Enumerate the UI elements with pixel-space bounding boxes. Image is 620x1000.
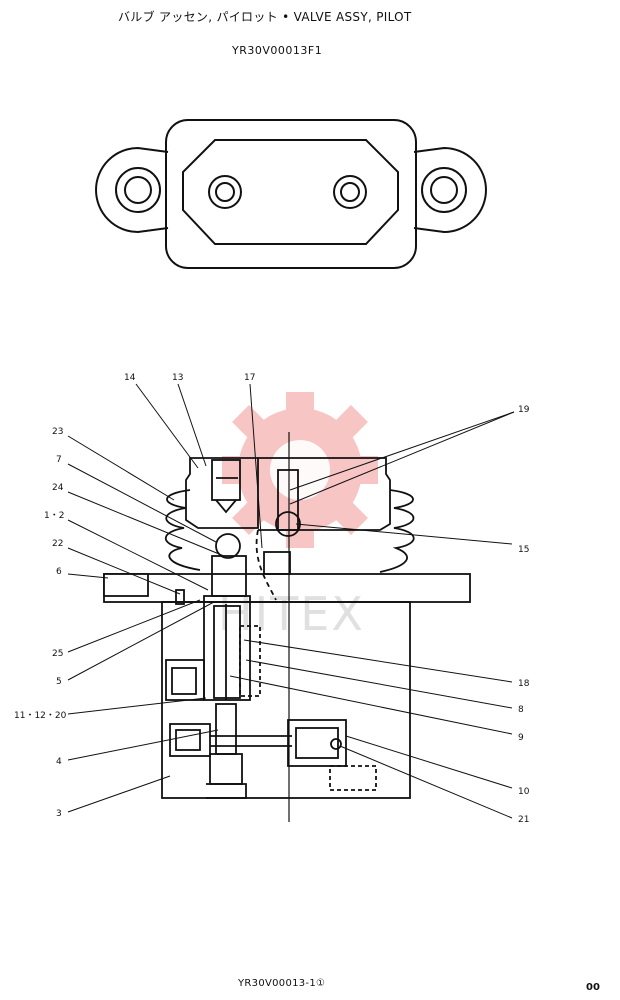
callout-8: 8 [518,705,524,715]
callout-14: 14 [124,373,136,383]
callout-10: 10 [518,787,530,797]
callout-4: 4 [56,757,62,767]
callout-13: 13 [172,373,183,383]
callout-3: 3 [56,809,62,819]
callout-5: 5 [56,677,62,687]
title-separator: • [282,10,294,24]
watermark-gear-hub [270,440,330,500]
title-japanese: バルブ アッセン, パイロット [118,10,278,24]
callout-1-2: 1・2 [44,511,64,521]
drawing-number: YR30V00013F1 [232,44,323,57]
callout-19: 19 [518,405,530,415]
figure-code: YR30V00013-1① [238,978,326,989]
callout-17: 17 [244,373,255,383]
callout-6: 6 [56,567,62,577]
callout-24: 24 [52,483,64,493]
callout-18: 18 [518,679,530,689]
callout-22: 22 [52,539,63,549]
callout-25: 25 [52,649,63,659]
page-number: 00 [586,982,600,993]
top-view [95,119,487,269]
callout-labels: 14 13 17 19 23 7 24 1・2 15 22 6 25 5 18 … [14,373,530,825]
callout-7: 7 [56,455,62,465]
page-title: バルブ アッセン, パイロット • VALVE ASSY, PILOT [118,8,412,25]
callout-9: 9 [518,733,524,743]
callout-23: 23 [52,427,63,437]
callout-21: 21 [518,815,529,825]
section-view [103,432,471,822]
callout-11-12-20: 11・12・20 [14,711,67,721]
title-english: VALVE ASSY, PILOT [293,10,412,24]
leader-lines [67,383,515,819]
callout-15: 15 [518,545,529,555]
